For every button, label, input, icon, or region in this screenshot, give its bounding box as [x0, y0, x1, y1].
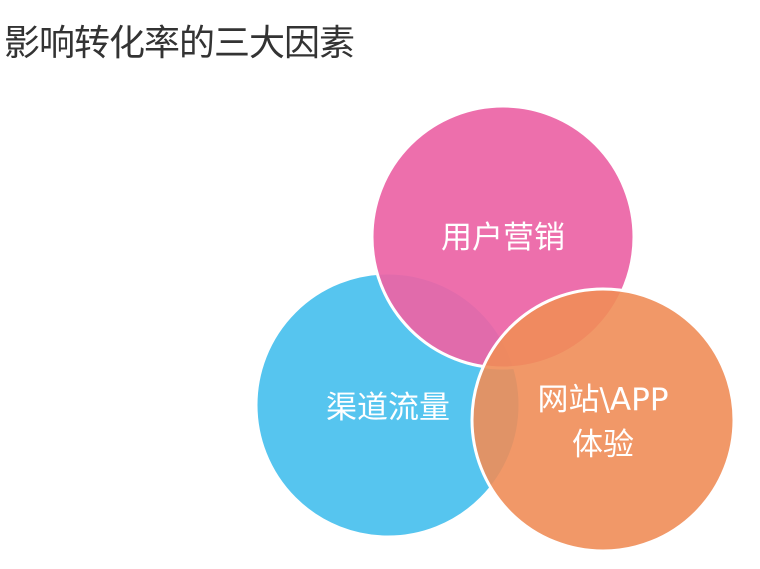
page-title: 影响转化率的三大因素	[4, 23, 355, 64]
label-website-app-line2: 体验	[572, 427, 634, 463]
label-website-app-line1: 网站\APP	[537, 382, 668, 418]
label-user-marketing: 用户营销	[441, 220, 565, 256]
circle-website-app-experience	[470, 287, 736, 553]
label-channel-traffic: 渠道流量	[326, 390, 450, 426]
